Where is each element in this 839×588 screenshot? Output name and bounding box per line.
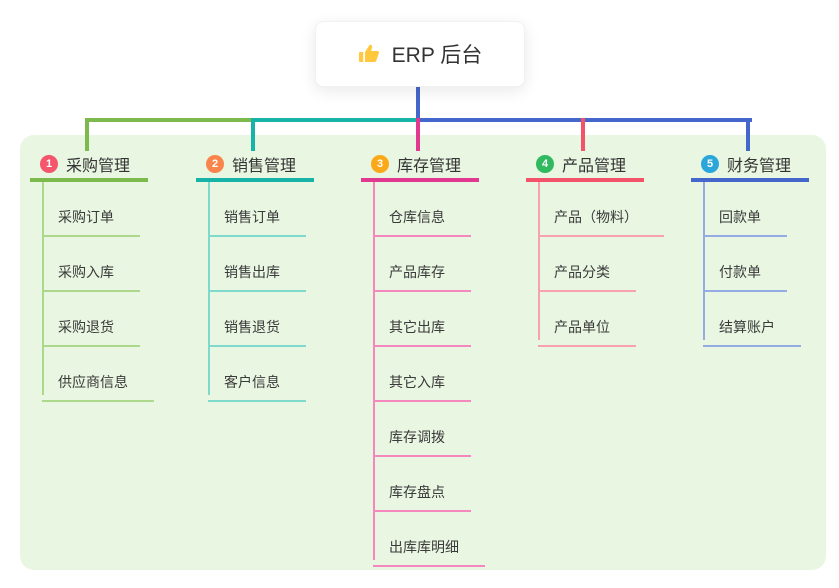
branch-4-children: 产品（物料） 产品分类产品单位 (526, 182, 691, 347)
branch-2-child-line (208, 182, 210, 395)
branch-1-item-3[interactable]: 采购退货 (42, 317, 140, 347)
branch-3-item-4[interactable]: 其它入库 (373, 372, 471, 402)
branch-2-badge: 2 (206, 155, 224, 173)
list-item: 库存调拨 (361, 402, 526, 457)
branch-5-item-2[interactable]: 付款单 (703, 262, 787, 292)
branch-5-title: 财务管理 (727, 158, 792, 175)
connector-drop-3 (416, 118, 420, 151)
branch-2-title: 销售管理 (232, 158, 297, 175)
branch-3-header[interactable]: 3 库存管理 (361, 150, 479, 182)
branch-5-item-1[interactable]: 回款单 (703, 207, 787, 237)
list-item: 销售退货 (196, 292, 361, 347)
connector-bus-mid (253, 118, 420, 122)
branch-4-badge: 4 (536, 155, 554, 173)
branch-1-child-line (42, 182, 44, 395)
list-item: 出库库明细 (361, 512, 526, 567)
list-item: 结算账户 (691, 292, 839, 347)
branch-4: 4 产品管理产品（物料） 产品分类产品单位 (526, 150, 691, 347)
list-item: 产品分类 (526, 237, 691, 292)
branch-4-item-1[interactable]: 产品（物料） (538, 207, 664, 237)
branch-1-children: 采购订单采购入库采购退货供应商信息 (30, 182, 195, 402)
list-item: 采购退货 (30, 292, 195, 347)
connector-drop-2 (251, 118, 255, 151)
branch-3-item-2[interactable]: 产品库存 (373, 262, 471, 292)
list-item: 销售出库 (196, 237, 361, 292)
branch-2-header[interactable]: 2 销售管理 (196, 150, 314, 182)
list-item: 回款单 (691, 182, 839, 237)
branch-1-title: 采购管理 (66, 158, 131, 175)
branch-4-item-3[interactable]: 产品单位 (538, 317, 636, 347)
branch-4-child-line (538, 182, 540, 340)
branch-2-item-4[interactable]: 客户信息 (208, 372, 306, 402)
list-item: 销售订单 (196, 182, 361, 237)
branch-3-children: 仓库信息产品库存其它出库其它入库库存调拨库存盘点出库库明细 (361, 182, 526, 567)
list-item: 库存盘点 (361, 457, 526, 512)
branch-5: 5 财务管理回款单付款单结算账户 (691, 150, 839, 347)
list-item: 采购入库 (30, 237, 195, 292)
branch-1-header[interactable]: 1 采购管理 (30, 150, 148, 182)
branch-3-item-1[interactable]: 仓库信息 (373, 207, 471, 237)
branch-1-item-2[interactable]: 采购入库 (42, 262, 140, 292)
list-item: 产品库存 (361, 237, 526, 292)
list-item: 产品单位 (526, 292, 691, 347)
connector-drop-5 (746, 118, 750, 151)
branch-1: 1 采购管理采购订单采购入库采购退货供应商信息 (30, 150, 195, 402)
branch-3-item-6[interactable]: 库存盘点 (373, 482, 471, 512)
connector-drop-1 (85, 118, 89, 151)
branch-5-header[interactable]: 5 财务管理 (691, 150, 809, 182)
branch-4-header[interactable]: 4 产品管理 (526, 150, 644, 182)
branch-4-title: 产品管理 (562, 158, 627, 175)
branch-3-badge: 3 (371, 155, 389, 173)
branch-2-children: 销售订单销售出库销售退货客户信息 (196, 182, 361, 402)
branch-1-badge: 1 (40, 155, 58, 173)
list-item: 其它出库 (361, 292, 526, 347)
list-item: 产品（物料） (526, 182, 691, 237)
branch-1-item-1[interactable]: 采购订单 (42, 207, 140, 237)
root-node[interactable]: ERP 后台 (315, 21, 525, 87)
branch-5-children: 回款单付款单结算账户 (691, 182, 839, 347)
branch-5-badge: 5 (701, 155, 719, 173)
branch-5-item-3[interactable]: 结算账户 (703, 317, 801, 347)
branch-3-title: 库存管理 (397, 158, 462, 175)
branch-3-item-5[interactable]: 库存调拨 (373, 427, 471, 457)
branch-2-item-3[interactable]: 销售退货 (208, 317, 306, 347)
list-item: 其它入库 (361, 347, 526, 402)
list-item: 仓库信息 (361, 182, 526, 237)
branch-3-child-line (373, 182, 375, 560)
branch-5-child-line (703, 182, 705, 340)
branch-2: 2 销售管理销售订单销售出库销售退货客户信息 (196, 150, 361, 402)
branch-4-item-2[interactable]: 产品分类 (538, 262, 636, 292)
thumbs-up-icon (358, 42, 382, 66)
connector-drop-4 (581, 118, 585, 151)
root-label: ERP 后台 (391, 44, 483, 67)
connector-root-stem (416, 85, 420, 122)
list-item: 采购订单 (30, 182, 195, 237)
branch-1-item-4[interactable]: 供应商信息 (42, 372, 154, 402)
list-item: 付款单 (691, 237, 839, 292)
list-item: 客户信息 (196, 347, 361, 402)
branches-panel (20, 135, 826, 570)
branch-3-item-7[interactable]: 出库库明细 (373, 537, 485, 567)
list-item: 供应商信息 (30, 347, 195, 402)
branch-2-item-1[interactable]: 销售订单 (208, 207, 306, 237)
branch-2-item-2[interactable]: 销售出库 (208, 262, 306, 292)
connector-bus-left (85, 118, 257, 122)
branch-3-item-3[interactable]: 其它出库 (373, 317, 471, 347)
branch-3: 3 库存管理仓库信息产品库存其它出库其它入库库存调拨库存盘点出库库明细 (361, 150, 526, 567)
